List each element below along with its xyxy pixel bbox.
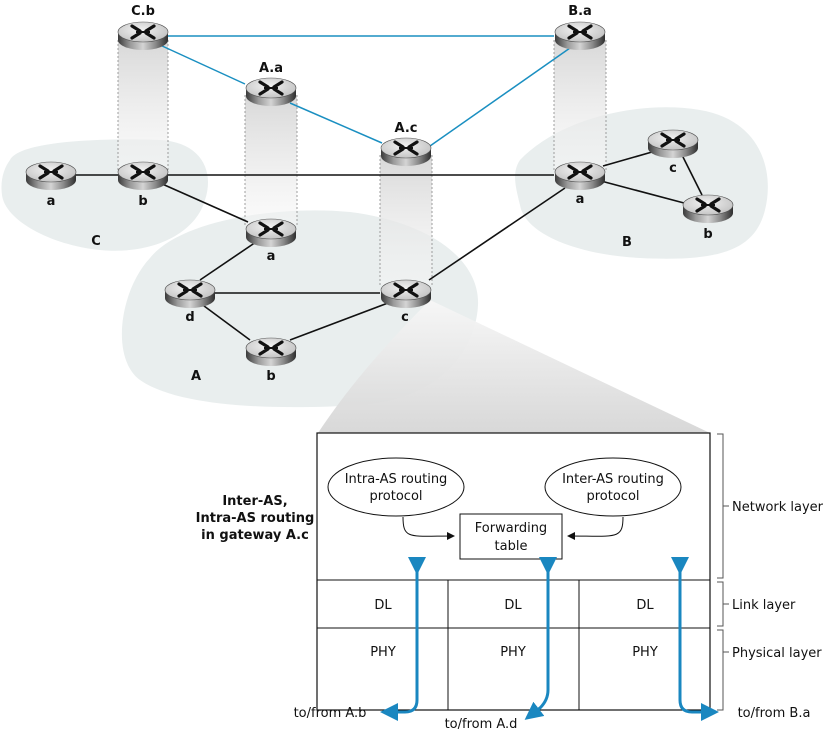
- physical-links: [76, 151, 703, 341]
- router-A-c-icon: [380, 279, 432, 308]
- routers: [25, 21, 734, 366]
- link-label-Ab: to/from A.b: [294, 706, 367, 721]
- router-A-d-icon: [164, 279, 216, 308]
- dl-cell-2: DL: [504, 598, 522, 613]
- gateway-caption-line1: Inter-AS,: [222, 494, 287, 509]
- layer-brackets: [717, 433, 729, 711]
- as-region-C: [1, 139, 209, 251]
- intra-to-table-arrow: [402, 516, 455, 541]
- router-A-a-icon: [245, 218, 297, 247]
- network-layer-label: Network layer: [732, 500, 824, 515]
- label-as-B: B: [622, 235, 632, 250]
- link-arrow-Ab: [380, 557, 426, 721]
- router-Cb-icon: [117, 21, 169, 50]
- router-Ac-icon: [380, 137, 432, 166]
- label-C-a: a: [47, 194, 56, 209]
- phy-cell-2: PHY: [500, 645, 526, 660]
- router-B-c-icon: [647, 129, 699, 158]
- label-A-c: c: [401, 310, 409, 325]
- label-B-a: a: [576, 192, 585, 207]
- label-Ba: B.a: [568, 4, 592, 19]
- label-B-b: b: [703, 227, 712, 242]
- projection-shafts: [117, 40, 607, 285]
- forwarding-table-box: [459, 513, 563, 560]
- intra-as-protocol-line1: Intra-AS routing: [345, 472, 448, 487]
- forwarding-table-line2: table: [495, 539, 528, 554]
- physical-layer-label: Physical layer: [732, 646, 822, 661]
- gateway-caption-line3: in gateway A.c: [201, 528, 309, 543]
- label-Aa: A.a: [259, 61, 283, 76]
- intra-as-protocol-bubble: [327, 457, 465, 517]
- intra-as-protocol-line2: protocol: [369, 489, 422, 504]
- router-A-b-icon: [245, 337, 297, 366]
- inter-as-protocol-line2: protocol: [586, 489, 639, 504]
- link-arrow-Ba: [671, 557, 719, 721]
- phy-cell-3: PHY: [632, 645, 658, 660]
- label-Ac: A.c: [395, 121, 418, 136]
- router-C-b-icon: [117, 161, 169, 190]
- label-B-c: c: [669, 161, 677, 176]
- link-arrow-Ad: [524, 557, 557, 720]
- gateway-caption-line2: Intra-AS routing: [196, 511, 315, 526]
- dl-cell-3: DL: [636, 598, 654, 613]
- label-A-a: a: [267, 249, 276, 264]
- inter-to-table-arrow: [567, 516, 624, 541]
- link-label-Ad: to/from A.d: [445, 717, 518, 732]
- inter-as-protocol-line1: Inter-AS routing: [562, 472, 664, 487]
- router-B-a-icon: [554, 161, 606, 190]
- label-as-C: C: [91, 234, 101, 249]
- label-A-b: b: [266, 369, 275, 384]
- router-C-a-icon: [25, 161, 77, 190]
- label-C-b: b: [138, 194, 147, 209]
- router-B-b-icon: [682, 194, 734, 223]
- forwarding-table-line1: Forwarding: [475, 521, 547, 536]
- inter-as-links: [159, 35, 571, 147]
- router-Aa-icon: [245, 77, 297, 106]
- label-as-A: A: [191, 369, 201, 384]
- link-layer-label: Link layer: [732, 598, 796, 613]
- phy-cell-1: PHY: [370, 645, 396, 660]
- zoom-projection: [318, 300, 710, 433]
- as-region-B: [515, 107, 768, 259]
- label-A-d: d: [185, 310, 194, 325]
- router-Ba-icon: [554, 21, 606, 50]
- dl-cell-1: DL: [374, 598, 392, 613]
- router-labels: C.b A.a A.c B.a a b C a d c b A a c b B: [47, 4, 713, 384]
- label-Cb: C.b: [131, 4, 155, 19]
- link-label-Ba: to/from B.a: [738, 706, 811, 721]
- inter-as-protocol-bubble: [544, 457, 682, 517]
